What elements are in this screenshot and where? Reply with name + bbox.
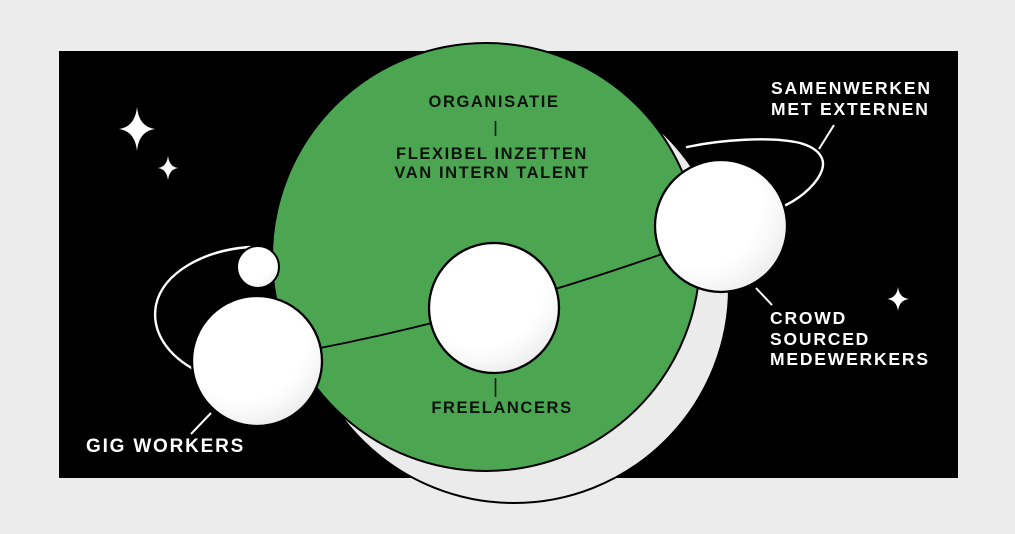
freelancers-text: FREELANCERS xyxy=(431,399,573,417)
gig-workers-label: GIG WORKERS xyxy=(86,436,245,457)
right-orbit-ring xyxy=(685,138,825,207)
sparkle-icon-large xyxy=(119,107,155,151)
pointer-line-gig xyxy=(190,412,212,435)
planet-title-text: ORGANISATIE xyxy=(428,93,560,111)
freelancers-label: FREELANCERS xyxy=(431,400,572,417)
moon-center xyxy=(427,241,561,375)
planet-title-label: ORGANISATIE xyxy=(429,94,560,111)
gig-workers-text: GIG WORKERS xyxy=(86,436,246,457)
moon-small xyxy=(236,245,280,289)
moon-right xyxy=(653,158,789,294)
moon-left xyxy=(190,294,324,428)
crowd-line3: MEDEWERKERS xyxy=(770,349,930,369)
samenwerken-line2: MET EXTERNEN xyxy=(771,98,930,119)
crowd-line1: CROWD xyxy=(770,308,848,328)
crowd-sourced-label: CROWD SOURCED MEDEWERKERS xyxy=(770,308,930,370)
pointer-line-samenwerken xyxy=(818,124,835,150)
samenwerken-label: SAMENWERKEN MET EXTERNEN xyxy=(771,78,932,119)
samenwerken-line1: SAMENWERKEN xyxy=(771,78,932,98)
planet-subtitle-label: FLEXIBEL INZETTEN VAN INTERN TALENT xyxy=(394,145,589,183)
sparkle-icon-small xyxy=(158,155,178,181)
sparkle-icon-right xyxy=(887,287,909,311)
pointer-line-crowd xyxy=(755,287,773,306)
planet-subtitle-line1: FLEXIBEL INZETTEN xyxy=(396,145,588,163)
planet-subtitle-line2: VAN INTERN TALENT xyxy=(394,164,590,182)
left-orbit-ring xyxy=(153,245,252,373)
crowd-line2: SOURCED xyxy=(770,328,871,349)
